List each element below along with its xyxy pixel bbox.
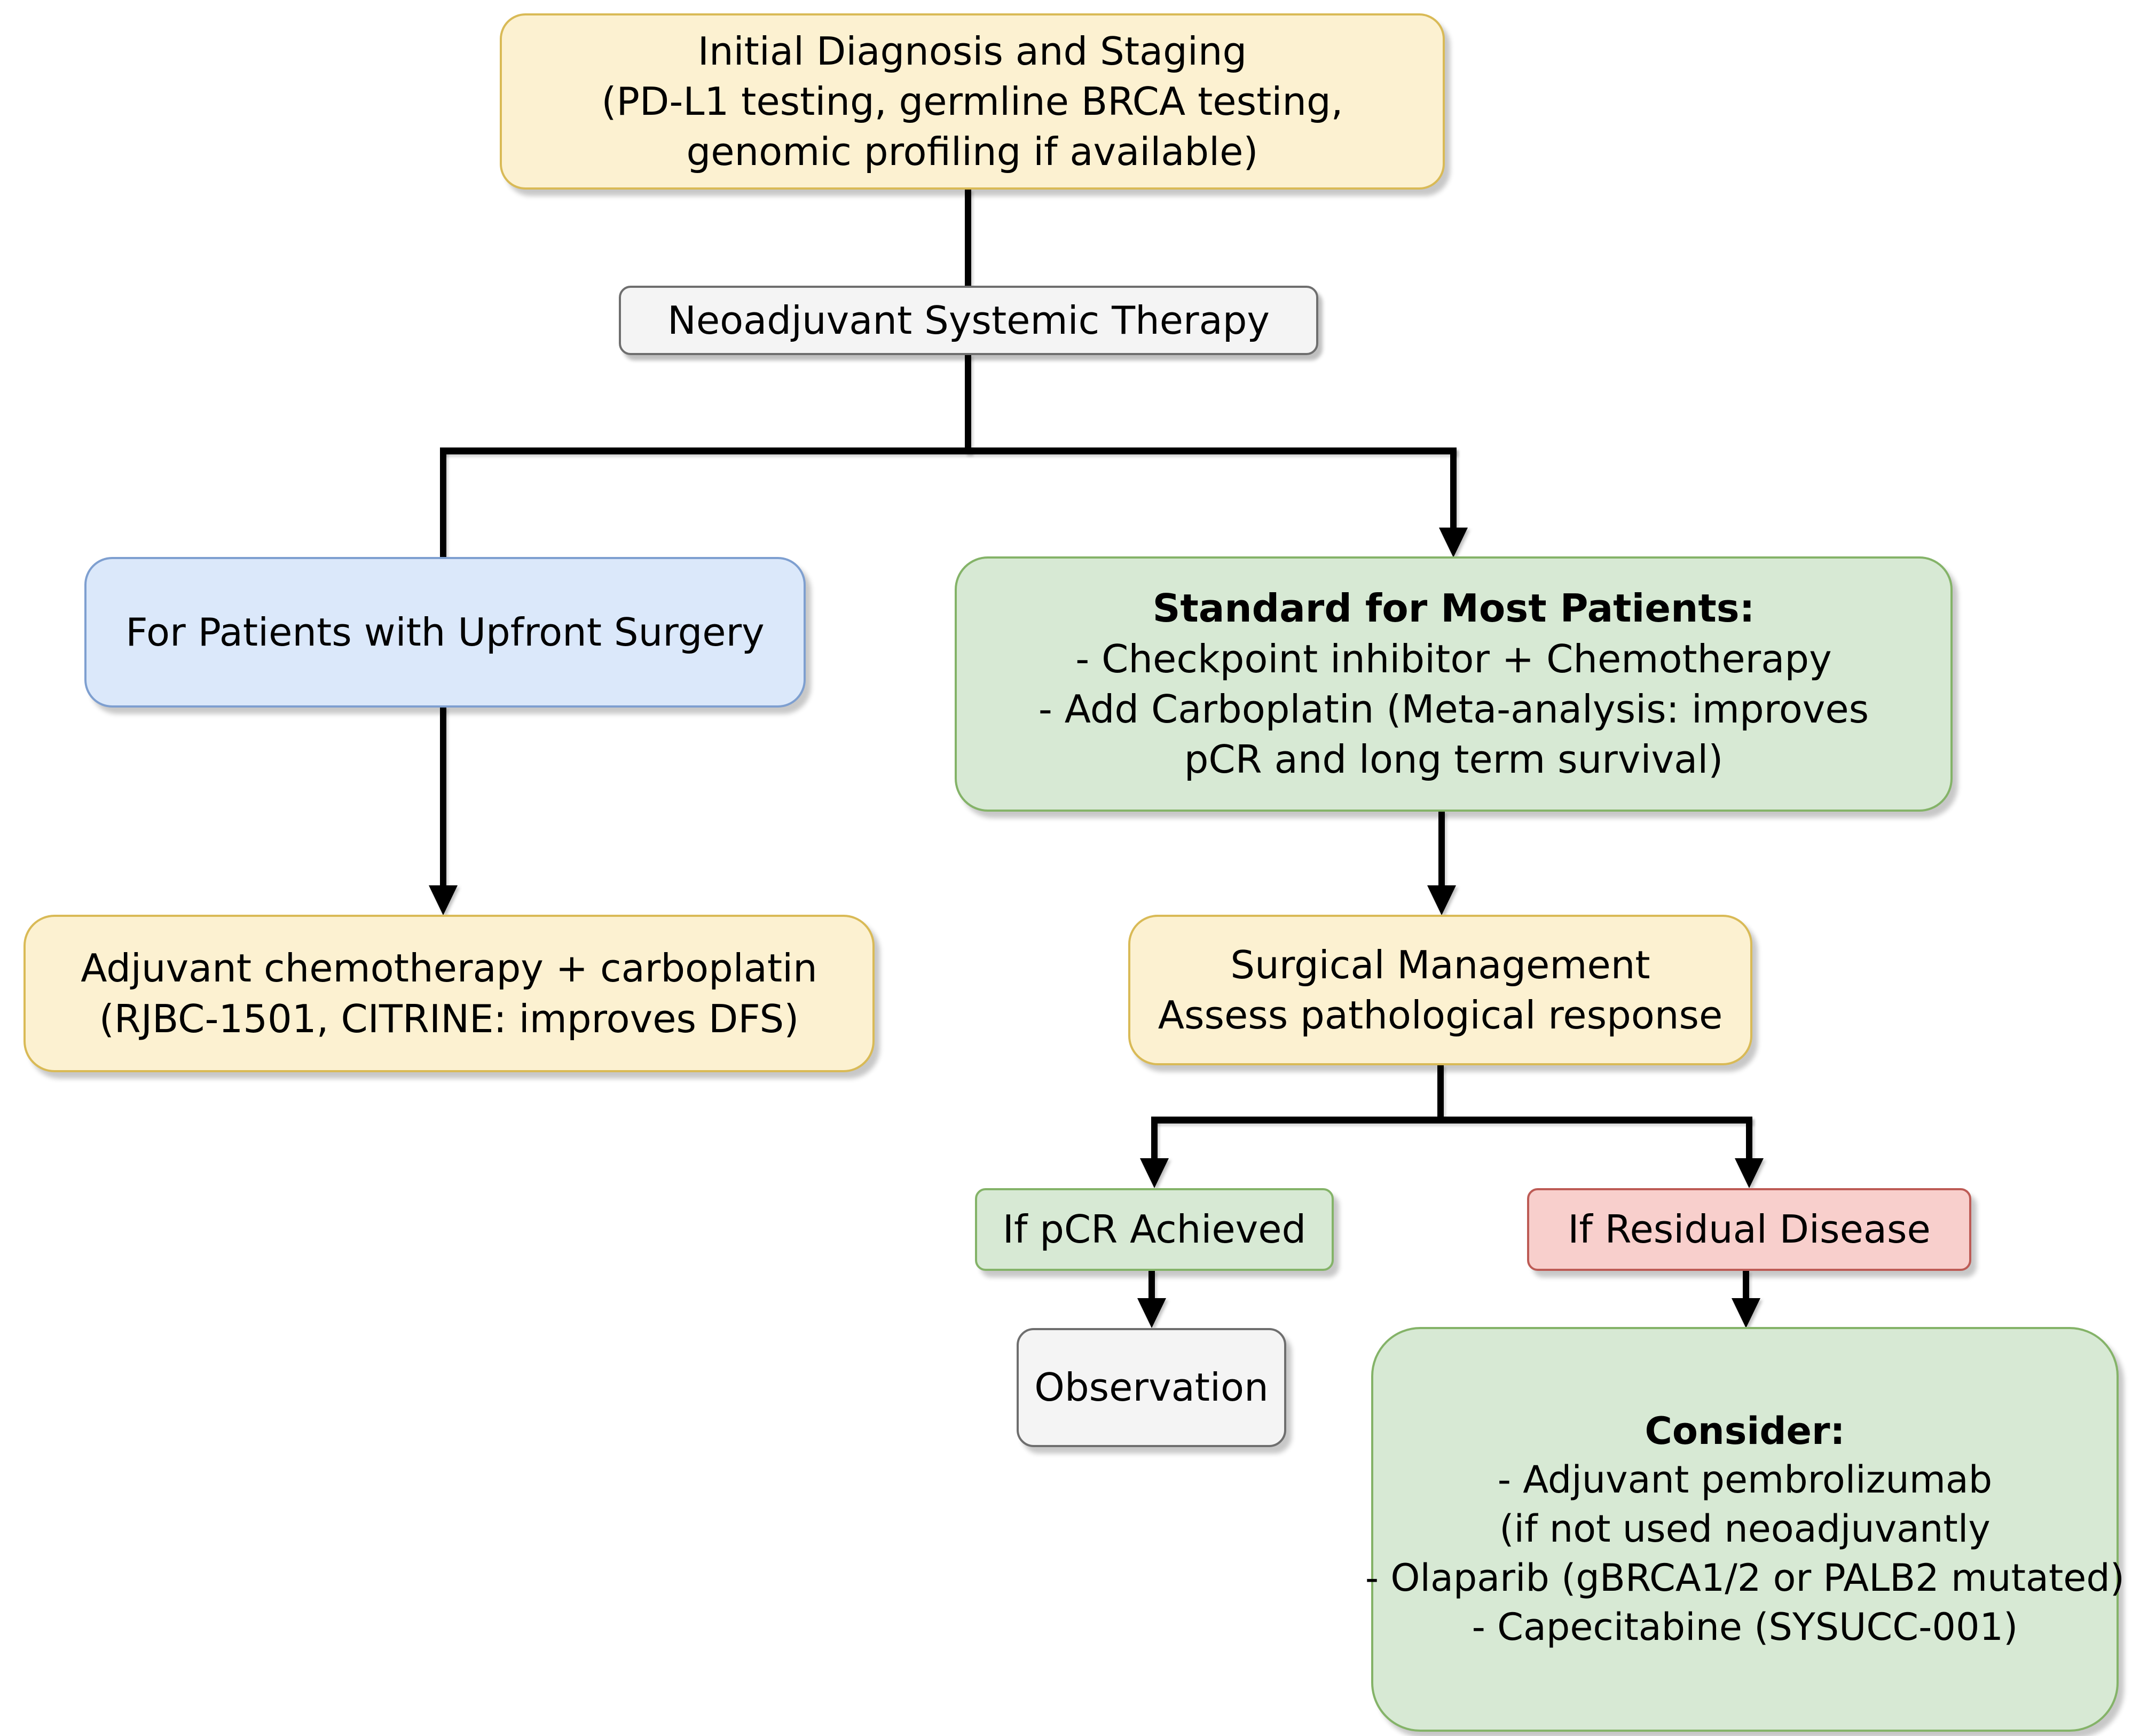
node-neoadjuvant-systemic-therapy: Neoadjuvant Systemic Therapy xyxy=(619,286,1318,355)
text-line: - Checkpoint inhibitor + Chemotherapy xyxy=(1075,636,1832,681)
text-line: (PD-L1 testing, germline BRCA testing, xyxy=(601,78,1343,124)
node-if-residual-disease: If Residual Disease xyxy=(1527,1188,1971,1271)
text-line: Surgical Management xyxy=(1230,942,1650,987)
connector-residual-to-consider xyxy=(1743,1270,1749,1300)
arrowhead-into-consider xyxy=(1732,1298,1760,1328)
text-line-heading: Consider: xyxy=(1645,1409,1845,1453)
connector-surgical-to-split2 xyxy=(1437,1064,1444,1118)
connector-split1-horizontal xyxy=(440,447,1457,454)
node-adjuvant-chemotherapy: Adjuvant chemotherapy + carboplatin (RJB… xyxy=(23,915,875,1072)
connector-split1-to-standard xyxy=(1450,447,1457,529)
text-line: If pCR Achieved xyxy=(1002,1207,1307,1252)
text-line: - Add Carboplatin (Meta-analysis: improv… xyxy=(1038,687,1869,732)
text-line: (if not used neoadjuvantly xyxy=(1499,1507,1991,1551)
arrowhead-into-pcr xyxy=(1140,1158,1169,1188)
connector-upfront-to-adjuvant xyxy=(440,706,446,886)
text-line: Neoadjuvant Systemic Therapy xyxy=(667,297,1270,343)
text-line: - Olaparib (gBRCA1/2 or PALB2 mutated) xyxy=(1365,1556,2125,1600)
arrowhead-into-standard xyxy=(1439,528,1468,557)
connector-pcr-to-observation xyxy=(1148,1270,1155,1300)
text-line: Adjuvant chemotherapy + carboplatin xyxy=(81,946,817,991)
text-line: pCR and long term survival) xyxy=(1184,737,1724,782)
node-surgical-management: Surgical Management Assess pathological … xyxy=(1128,915,1752,1065)
node-upfront-surgery: For Patients with Upfront Surgery xyxy=(84,557,806,708)
text-line: genomic profiling if available) xyxy=(686,129,1258,175)
text-line: If Residual Disease xyxy=(1568,1207,1931,1252)
node-initial-diagnosis: Initial Diagnosis and Staging (PD-L1 tes… xyxy=(500,13,1445,190)
connector-standard-to-surgical xyxy=(1438,811,1445,886)
node-observation: Observation xyxy=(1017,1328,1286,1447)
node-consider-adjuvant-options: Consider: - Adjuvant pembrolizumab (if n… xyxy=(1365,1327,2125,1732)
node-standard-for-most-patients: Standard for Most Patients: - Checkpoint… xyxy=(955,556,1953,812)
connector-initial-to-neoadjuvant xyxy=(965,188,971,287)
arrowhead-into-observation xyxy=(1137,1298,1166,1328)
node-if-pcr-achieved: If pCR Achieved xyxy=(975,1188,1334,1271)
connector-split2-to-pcr xyxy=(1151,1117,1158,1159)
text-line: Assess pathological response xyxy=(1158,993,1723,1038)
text-line: - Adjuvant pembrolizumab xyxy=(1497,1458,1993,1502)
connector-split2-to-residual xyxy=(1746,1117,1752,1159)
text-line: Observation xyxy=(1034,1365,1269,1410)
text-line: Initial Diagnosis and Staging xyxy=(697,28,1247,74)
arrowhead-into-residual xyxy=(1735,1158,1764,1188)
connector-neoadjuvant-to-split1 xyxy=(965,354,971,454)
text-line: (RJBC-1501, CITRINE: improves DFS) xyxy=(99,996,799,1041)
text-line-heading: Standard for Most Patients: xyxy=(1152,586,1755,631)
arrowhead-into-adjuvant xyxy=(429,885,458,915)
text-line: For Patients with Upfront Surgery xyxy=(125,609,765,655)
connector-split1-to-upfront xyxy=(440,447,446,558)
connector-split2-horizontal xyxy=(1151,1117,1752,1124)
arrowhead-into-surgical xyxy=(1427,885,1456,915)
text-line: - Capecitabine (SYSUCC-001) xyxy=(1472,1605,2018,1649)
